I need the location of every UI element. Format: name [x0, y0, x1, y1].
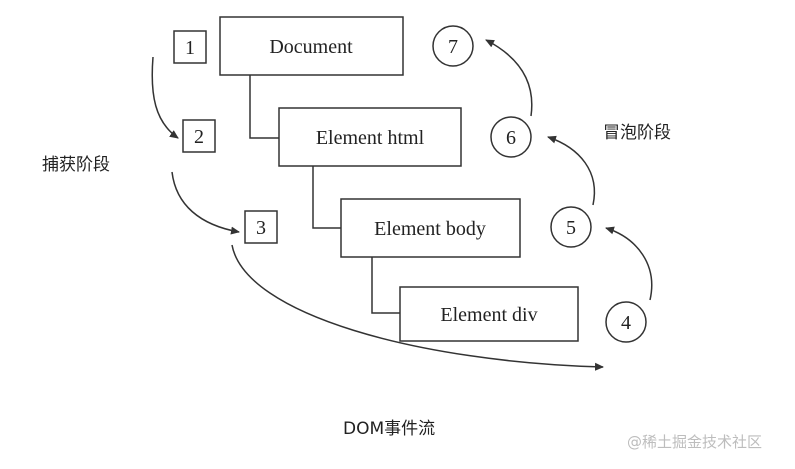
bubble-step-6-circle	[490, 116, 532, 158]
capture-phase-label: 捕获阶段	[42, 155, 110, 175]
bubble-step-6: 6	[490, 116, 532, 158]
bubble-step-7-label: 7	[448, 36, 458, 58]
capture-step-3-box	[244, 210, 278, 244]
node-body-label: Element body	[374, 218, 486, 240]
capture-step-1-label: 1	[185, 37, 195, 59]
node-document-box	[219, 16, 404, 76]
bubble-phase-label: 冒泡阶段	[603, 123, 671, 143]
capture-step-2: 2	[182, 119, 216, 153]
node-div-label: Element div	[440, 304, 537, 326]
bubble-arrow-5-6	[547, 135, 596, 206]
node-html: Element html	[278, 107, 462, 167]
tree-connectors	[249, 75, 400, 314]
node-body-box	[340, 198, 521, 258]
bubble-step-4-circle	[605, 301, 647, 343]
bubble-step-6-label: 6	[506, 127, 516, 149]
watermark: @稀土掘金技术社区	[627, 433, 762, 451]
capture-step-3: 3	[244, 210, 278, 244]
flow-arrows	[151, 39, 653, 371]
capture-arrow-1-2	[151, 56, 179, 139]
bubble-step-5-label: 5	[566, 217, 576, 239]
capture-arrow-3-target	[231, 244, 604, 371]
capture-step-1-box	[173, 30, 207, 64]
diagram-caption: DOM事件流	[343, 419, 435, 439]
node-html-label: Element html	[316, 127, 425, 149]
connector-document-html	[249, 75, 279, 139]
connector-html-body	[312, 166, 341, 229]
capture-step-1: 1	[173, 30, 207, 64]
connector-body-div	[371, 257, 400, 314]
bubble-arrow-6-7	[485, 39, 533, 117]
capture-arrow-2-3	[171, 171, 240, 235]
bubble-step-4: 4	[605, 301, 647, 343]
capture-step-2-label: 2	[194, 126, 204, 148]
node-div: Element div	[399, 286, 579, 342]
bubble-step-4-label: 4	[621, 312, 631, 334]
node-document: Document	[219, 16, 404, 76]
node-document-label: Document	[269, 36, 353, 58]
bubble-step-7: 7	[432, 25, 474, 67]
bubble-step-7-circle	[432, 25, 474, 67]
capture-step-3-label: 3	[256, 217, 266, 239]
bubble-arrow-4-5	[605, 226, 653, 301]
node-body: Element body	[340, 198, 521, 258]
bubble-step-5: 5	[550, 206, 592, 248]
node-html-box	[278, 107, 462, 167]
bubble-step-5-circle	[550, 206, 592, 248]
node-div-box	[399, 286, 579, 342]
capture-step-2-box	[182, 119, 216, 153]
